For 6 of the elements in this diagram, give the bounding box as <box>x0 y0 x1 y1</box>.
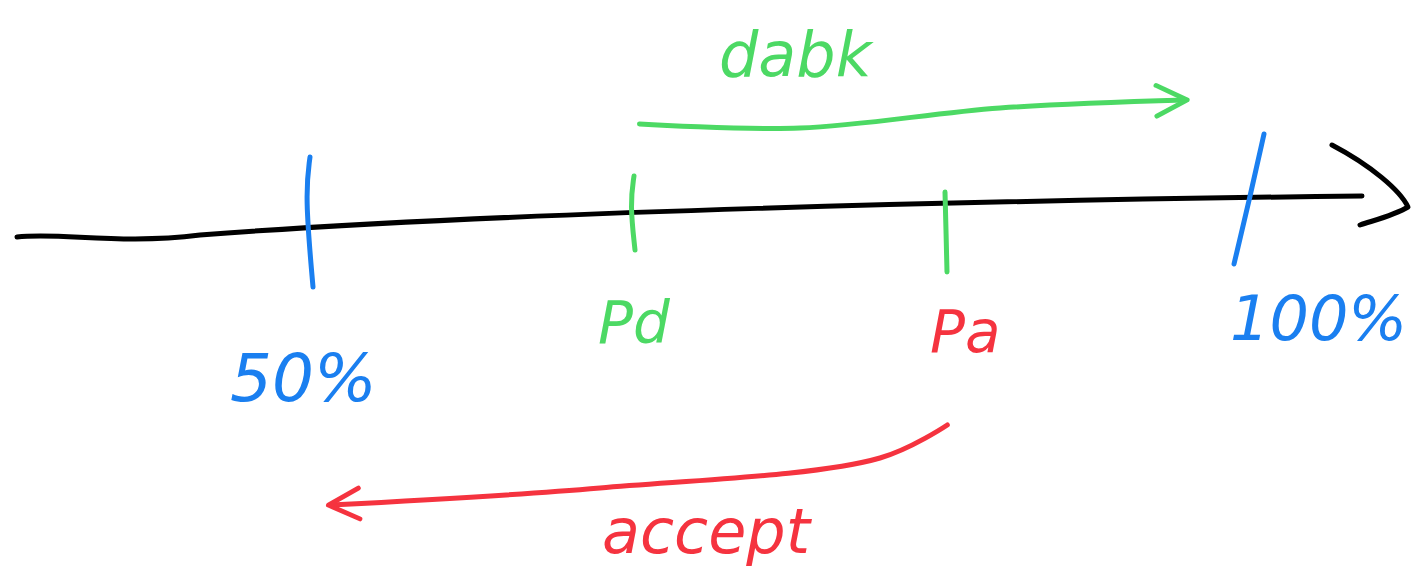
tick-label: Pa <box>930 298 1001 366</box>
arrow <box>326 422 950 522</box>
arrow <box>637 83 1190 131</box>
tick-label: Pd <box>598 289 670 357</box>
tick-label: 50% <box>230 340 377 417</box>
tick-label: 100% <box>1230 282 1408 355</box>
